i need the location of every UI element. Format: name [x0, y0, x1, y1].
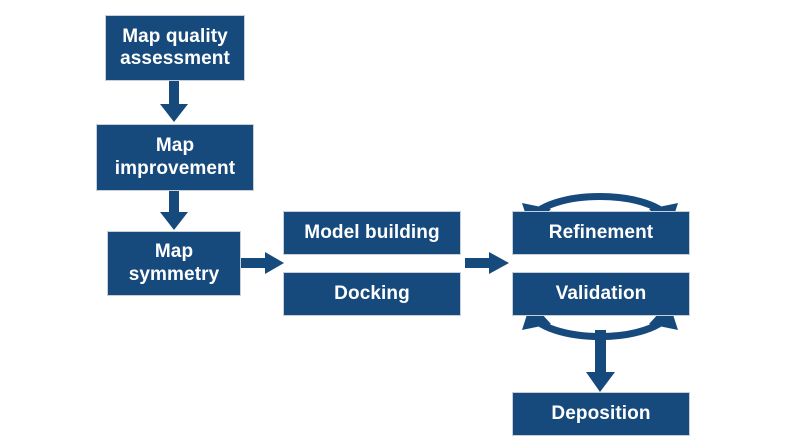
arrow-improvement-to-symmetry	[160, 191, 188, 230]
node-label: Deposition	[551, 402, 651, 424]
node-map-quality-assessment[interactable]: Map quality assessment	[105, 15, 245, 81]
arrow-quality-to-improvement	[160, 80, 188, 122]
arrow-building-to-refinement	[465, 252, 509, 274]
node-model-building[interactable]: Model building	[283, 211, 461, 255]
node-label: Validation	[555, 282, 647, 304]
node-refinement[interactable]: Refinement	[512, 211, 690, 255]
node-label: Map symmetry	[128, 241, 220, 285]
node-map-symmetry[interactable]: Map symmetry	[107, 231, 241, 296]
node-validation[interactable]: Validation	[512, 272, 690, 316]
arrow-symmetry-to-building	[240, 252, 284, 274]
arrow-validation-to-deposition	[586, 330, 615, 392]
node-map-improvement[interactable]: Map improvement	[96, 124, 254, 191]
node-deposition[interactable]: Deposition	[512, 392, 690, 436]
node-label: Model building	[304, 221, 440, 243]
node-label: Refinement	[548, 221, 654, 243]
node-docking[interactable]: Docking	[283, 272, 461, 316]
node-label: Map quality assessment	[120, 25, 230, 69]
node-label: Map improvement	[114, 135, 236, 179]
node-label: Docking	[334, 282, 410, 304]
